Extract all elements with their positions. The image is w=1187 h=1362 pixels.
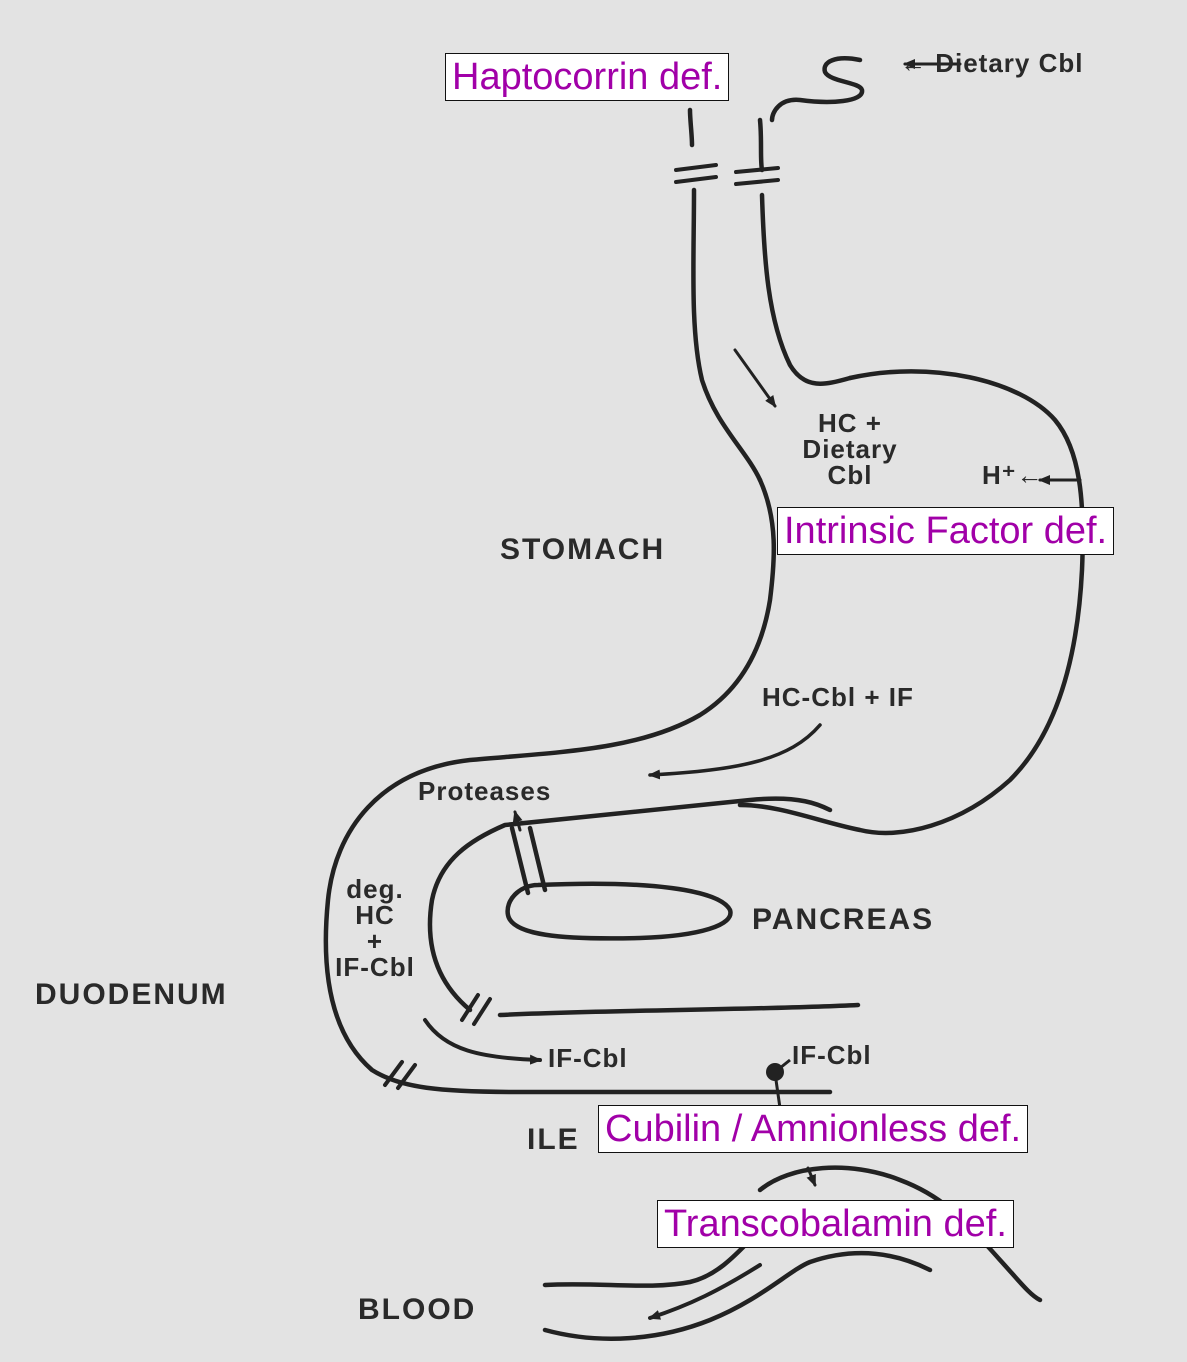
label-proteases: Proteases — [418, 776, 551, 807]
label-line: HC — [325, 902, 425, 928]
haptocorrin-deficiency-box: Haptocorrin def. — [445, 53, 729, 101]
stomach-lesser-curvature — [326, 480, 830, 1092]
label-pancreas: PANCREAS — [752, 903, 934, 937]
arrow-into-stomach — [735, 350, 775, 406]
label-hc-cbl-if: HC-Cbl + IF — [762, 682, 914, 713]
break-mark — [736, 168, 778, 184]
label-line: deg. — [325, 876, 425, 902]
esophagus-left-top — [690, 110, 692, 145]
blood-vessel-lower — [545, 1253, 930, 1339]
label-ileum: ILE — [527, 1123, 580, 1157]
intrinsic-factor-deficiency-box: Intrinsic Factor def. — [777, 507, 1114, 555]
cubilin-amnionless-deficiency-box: Cubilin / Amnionless def. — [598, 1105, 1028, 1153]
label-line: Dietary — [780, 436, 920, 462]
arrow-blood — [650, 1265, 760, 1318]
label-deg-hc-if-cbl: deg. HC + IF-Cbl — [325, 876, 425, 980]
esophagus-top-curl — [772, 58, 862, 120]
label-if-cbl-ileum: IF-Cbl — [792, 1040, 872, 1071]
label-line: HC + — [780, 410, 920, 436]
label-line: + — [325, 928, 425, 954]
label-hc-dietary-cbl: HC + Dietary Cbl — [780, 410, 920, 488]
arrow-to-duodenum — [650, 725, 820, 775]
transcobalamin-deficiency-box: Transcobalamin def. — [657, 1200, 1014, 1248]
pancreas-body — [508, 884, 731, 939]
label-line: IF-Cbl — [325, 954, 425, 980]
label-line: Cbl — [780, 462, 920, 488]
esophagus-left-wall — [693, 190, 760, 480]
break-mark — [676, 165, 716, 182]
esophagus-right-wall — [760, 120, 850, 384]
arrow-if-cbl-duodenum — [425, 1020, 540, 1060]
label-duodenum: DUODENUM — [35, 978, 228, 1012]
label-stomach: STOMACH — [500, 533, 665, 567]
label-h-plus: H⁺← — [982, 460, 1044, 491]
arrow-proteases — [515, 812, 520, 830]
label-dietary-cbl: ← Dietary Cbl — [900, 48, 1084, 79]
label-if-cbl-duodenum: IF-Cbl — [548, 1043, 628, 1074]
label-blood: BLOOD — [358, 1293, 476, 1327]
